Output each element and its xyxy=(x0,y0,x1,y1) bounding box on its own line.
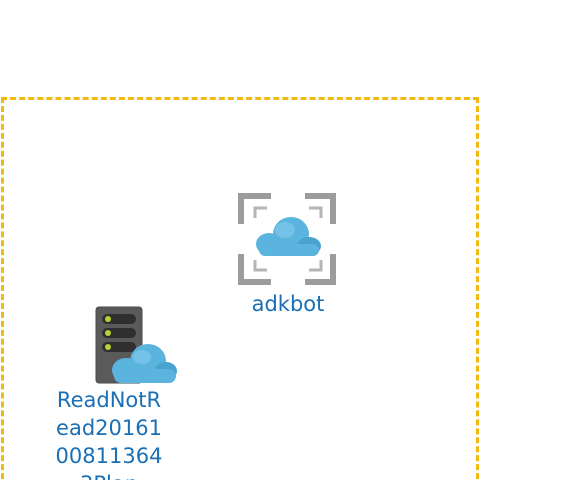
app-service-cloud-icon xyxy=(238,193,336,285)
server-cloud-icon xyxy=(95,306,177,384)
app-service-plan-label[interactable]: ReadNotR ead20161 00811364 3Plan xyxy=(55,388,163,480)
web-app-node[interactable] xyxy=(237,190,339,290)
resource-group-boundary xyxy=(1,97,479,480)
app-service-plan-node[interactable] xyxy=(92,305,180,387)
web-app-label[interactable]: adkbot xyxy=(251,292,325,316)
